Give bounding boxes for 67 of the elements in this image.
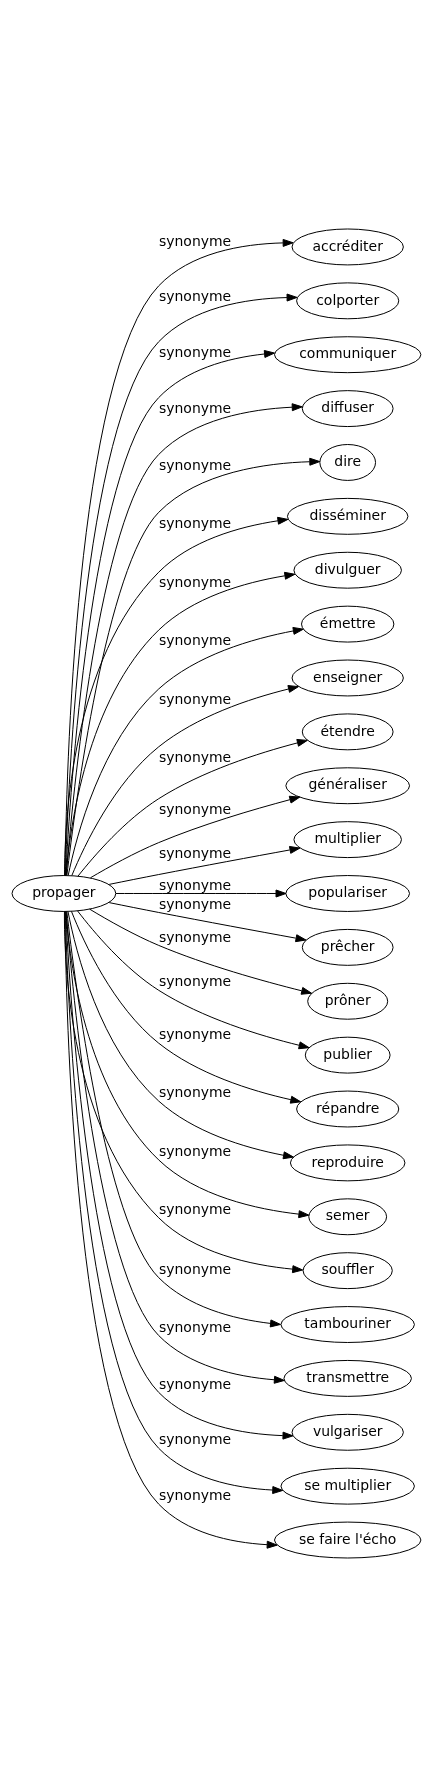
node-ellipse: publier bbox=[304, 1036, 391, 1074]
node-ellipse: transmettre bbox=[283, 1359, 412, 1397]
node-ellipse: dire bbox=[319, 444, 377, 481]
node-ellipse: communiquer bbox=[273, 336, 422, 374]
arrow bbox=[108, 845, 301, 885]
arrow bbox=[64, 516, 289, 876]
arrow bbox=[89, 795, 301, 879]
edge-label: synonyme bbox=[159, 514, 232, 531]
edge-label: synonyme bbox=[159, 1084, 232, 1101]
node-ellipse: populariser bbox=[285, 875, 411, 912]
edge-label: synonyme bbox=[159, 800, 232, 817]
edge-label: synonyme bbox=[159, 1026, 232, 1043]
node-ellipse: enseigner bbox=[291, 659, 404, 697]
edge-label: synonyme bbox=[159, 973, 232, 990]
arrow bbox=[63, 911, 304, 1274]
edge-label: synonyme bbox=[159, 456, 232, 473]
arrow bbox=[65, 911, 310, 1219]
arrow bbox=[71, 685, 299, 876]
arrow bbox=[108, 902, 307, 943]
arrow bbox=[115, 889, 287, 898]
edge-label: synonyme bbox=[159, 233, 232, 250]
edge-label: synonyme bbox=[159, 632, 232, 649]
edge-label: synonyme bbox=[159, 876, 232, 893]
node-ellipse: répandre bbox=[296, 1090, 400, 1128]
node-ellipse: prôner bbox=[307, 982, 389, 1020]
node-ellipse: tambouriner bbox=[280, 1306, 415, 1343]
edge-label: synonyme bbox=[159, 288, 232, 305]
arrow bbox=[65, 403, 303, 876]
arrow bbox=[71, 910, 302, 1104]
node-ellipse: divulguer bbox=[293, 551, 402, 589]
arrow bbox=[77, 910, 310, 1050]
arrow bbox=[89, 908, 313, 995]
edge-label: synonyme bbox=[159, 399, 232, 416]
edge-label: synonyme bbox=[159, 749, 232, 765]
node-ellipse: semer bbox=[308, 1198, 388, 1236]
node-ellipse: vulgariser bbox=[291, 1413, 404, 1451]
edge-label: synonyme bbox=[159, 1143, 232, 1160]
edge-label: synonyme bbox=[159, 1260, 232, 1277]
node-ellipse: multiplier bbox=[293, 821, 402, 859]
edge-label: synonyme bbox=[159, 1487, 232, 1504]
edge-label: synonyme bbox=[159, 343, 232, 360]
node-ellipse: diffuser bbox=[301, 390, 394, 428]
node-ellipse: se faire l'écho bbox=[273, 1521, 422, 1559]
node-ellipse: se multiplier bbox=[280, 1467, 415, 1505]
edge-label: synonyme bbox=[159, 691, 232, 708]
node-ellipse: étendre bbox=[301, 713, 394, 751]
node-ellipse: accréditer bbox=[291, 228, 404, 266]
edge-label: synonyme bbox=[159, 1318, 232, 1335]
node-ellipse: disséminer bbox=[286, 497, 409, 535]
node-ellipse: colporter bbox=[296, 282, 400, 320]
edge-label: synonyme bbox=[159, 574, 232, 591]
arrow bbox=[67, 626, 304, 876]
arrow bbox=[66, 457, 321, 876]
arrow bbox=[67, 911, 294, 1160]
node-ellipse: souffler bbox=[302, 1252, 393, 1290]
node-ellipse: émettre bbox=[301, 605, 395, 643]
node-ellipse: prêcher bbox=[301, 928, 394, 966]
edge-label: synonyme bbox=[159, 1431, 232, 1448]
edge-label: synonyme bbox=[159, 1200, 232, 1217]
arrow bbox=[65, 571, 296, 876]
edge-label: synonyme bbox=[159, 844, 232, 861]
edge-label: synonyme bbox=[159, 928, 232, 945]
edge-label: synonyme bbox=[159, 895, 232, 912]
edge-label: synonyme bbox=[159, 1375, 232, 1392]
node-ellipse: reproduire bbox=[289, 1144, 406, 1182]
node-ellipse: propager bbox=[11, 875, 117, 912]
arrow bbox=[77, 738, 308, 877]
